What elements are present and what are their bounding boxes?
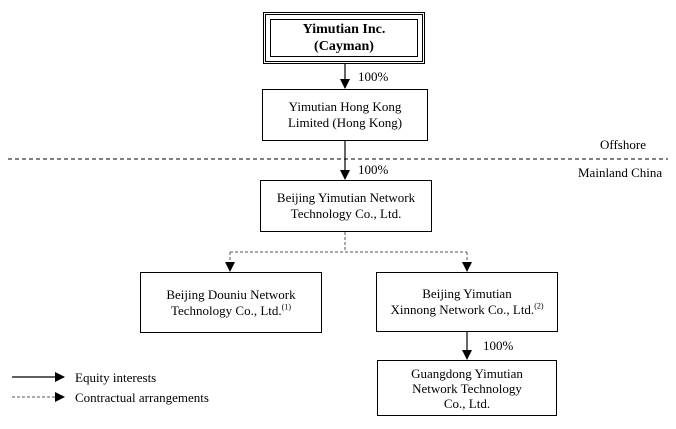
region-offshore: Offshore xyxy=(600,137,646,152)
legend-equity-label: Equity interests xyxy=(75,370,157,385)
entity-beijing-network-name: Beijing Yimutian Network Technology Co.,… xyxy=(276,190,416,221)
region-mainland: Mainland China xyxy=(578,165,663,180)
ownership-cayman-hk: 100% xyxy=(358,69,389,84)
entity-douniu-note: (1) xyxy=(281,302,291,312)
entity-beijing-network: Beijing Yimutian Network Technology Co.,… xyxy=(260,180,432,232)
entity-guangdong: Guangdong Yimutian Network Technology Co… xyxy=(377,360,557,416)
entity-cayman-name: Yimutian Inc. (Cayman) xyxy=(270,19,418,57)
entity-hong-kong-name: Yimutian Hong Kong Limited (Hong Kong) xyxy=(287,99,403,130)
legend-contractual-label: Contractual arrangements xyxy=(75,390,209,405)
entity-hong-kong: Yimutian Hong Kong Limited (Hong Kong) xyxy=(262,89,428,141)
entity-guangdong-name: Guangdong Yimutian Network Technology Co… xyxy=(411,365,523,411)
entity-xinnong: Beijing Yimutian Xinnong Network Co., Lt… xyxy=(376,272,558,332)
entity-cayman: Yimutian Inc. (Cayman) xyxy=(263,12,425,64)
entity-xinnong-name: Beijing Yimutian Xinnong Network Co., Lt… xyxy=(390,286,535,317)
entity-douniu: Beijing Douniu Network Technology Co., L… xyxy=(140,272,322,333)
ownership-hk-beijing: 100% xyxy=(358,162,389,177)
entity-xinnong-note: (2) xyxy=(534,301,544,311)
ownership-xinnong-guangdong: 100% xyxy=(483,338,514,353)
entity-douniu-name: Beijing Douniu Network Technology Co., L… xyxy=(166,286,296,318)
